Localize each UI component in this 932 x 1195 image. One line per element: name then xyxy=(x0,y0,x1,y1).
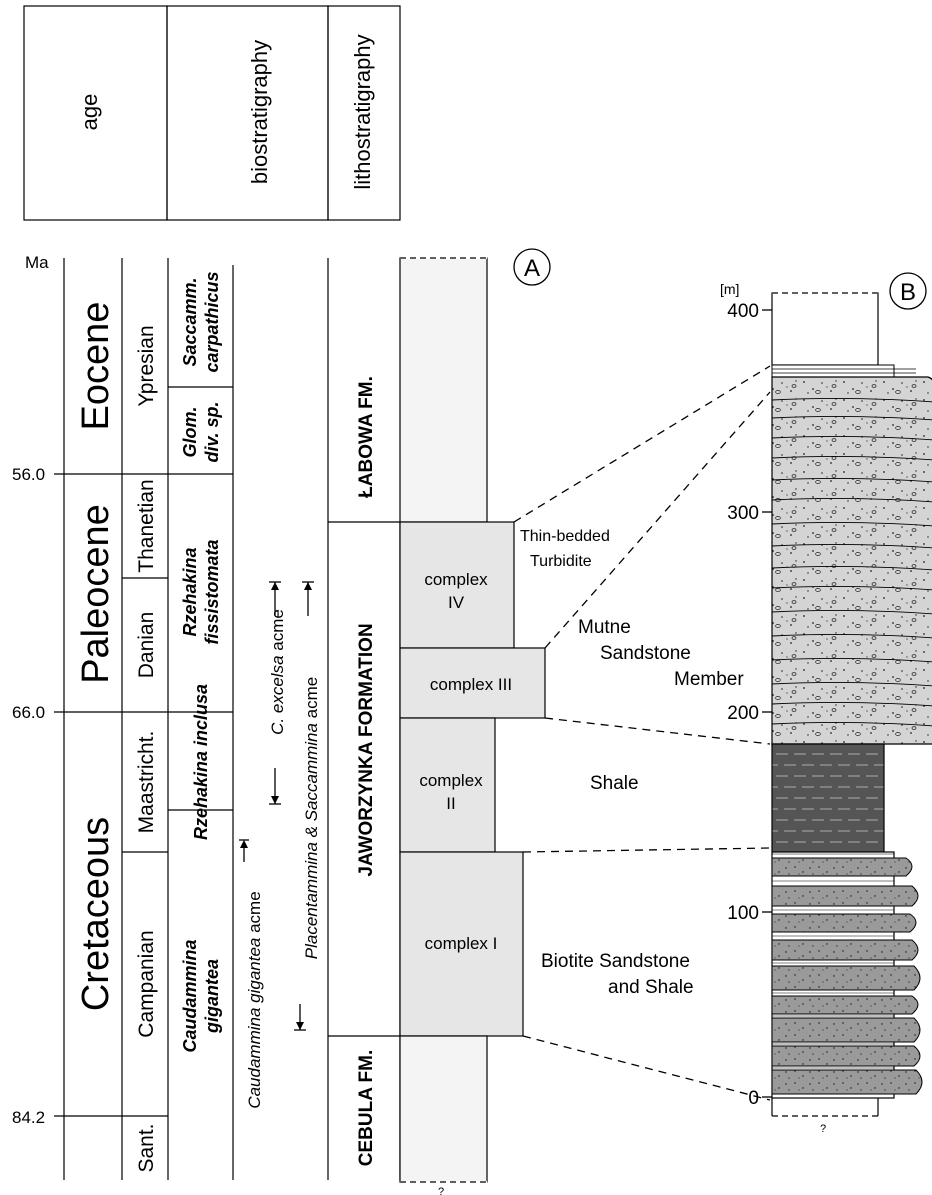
panel-b-label: B xyxy=(889,272,927,310)
stage-santonian: Sant. xyxy=(135,1123,158,1172)
mutne-sandstone-unit xyxy=(771,376,932,745)
zone-glom-line2: div. sp. xyxy=(202,401,222,462)
scale-200: 200 xyxy=(727,703,759,724)
header-age: age xyxy=(77,94,102,131)
zone-caudammina-line2: gigantea xyxy=(202,959,222,1034)
panel-b-question-mark: ? xyxy=(820,1123,826,1135)
scale-400: 400 xyxy=(727,301,759,322)
biotite-line2: and Shale xyxy=(608,977,694,998)
mutne-line3: Member xyxy=(674,669,744,690)
age-84-label: 84.2 xyxy=(12,1108,45,1127)
stage-ypresian: Ypresian xyxy=(135,325,158,406)
complex-i-label: complex I xyxy=(425,934,498,953)
panel-b-log: ? [m] 400 300 200 100 0 xyxy=(720,281,932,1135)
stage-danian: Danian xyxy=(135,612,158,679)
complex-ii-box xyxy=(399,717,496,853)
scale-unit: [m] xyxy=(720,281,739,297)
thin-bedded-line2: Turbidite xyxy=(530,553,592,570)
zone-saccammina-line1: Saccamm. xyxy=(180,277,200,366)
biotite-line1: Biotite Sandstone xyxy=(541,951,690,972)
lithostratigraphy-column: ŁABOWA FM. JAWORZYNKA FORMATION CEBULA F… xyxy=(327,258,401,1180)
stage-maastricht: Maastricht. xyxy=(135,731,158,834)
zone-saccammina-line2: carpathicus xyxy=(202,271,222,372)
complex-ii-line1: complex xyxy=(419,771,483,790)
zone-rzehakina-fissistomata-line2: fissistomata xyxy=(202,539,222,644)
complex-iii-label: complex III xyxy=(430,675,512,694)
complex-iv-box xyxy=(399,521,515,649)
zone-rzehakina-inclusa: Rzehakina inclusa xyxy=(191,684,211,840)
formation-jaworzynka: JAWORZYNKA FORMATION xyxy=(356,623,377,876)
epoch-eocene: Eocene xyxy=(75,302,117,431)
panel-a-label: A xyxy=(513,248,551,286)
mutne-line2: Sandstone xyxy=(600,643,691,664)
panel-a-age-column: Ma 56.0 66.0 84.2 Eocene Paleocene Creta… xyxy=(12,253,234,1180)
complex-iii-box xyxy=(399,647,546,719)
thin-bedded-line1: Thin-bedded xyxy=(520,528,610,545)
age-56-label: 56.0 xyxy=(12,465,45,484)
shale-unit xyxy=(771,743,885,853)
shale-annotation: Shale xyxy=(590,773,639,794)
scale-0: 0 xyxy=(748,1088,759,1109)
formation-labowa: ŁABOWA FM. xyxy=(356,376,377,498)
caudammina-acme-label: Caudammina gigantea acme xyxy=(245,891,264,1108)
epoch-paleocene: Paleocene xyxy=(75,504,117,684)
mutne-line1: Mutne xyxy=(578,617,631,638)
excelsa-acme-label: C. excelsa acme xyxy=(268,609,287,735)
formation-cebula: CEBULA FM. xyxy=(356,1050,377,1166)
placentammina-acme-label: Placentammina & Saccammina acme xyxy=(302,677,321,960)
complex-column: complex IV complex III complex II comple… xyxy=(399,257,546,1195)
stage-thanetian: Thanetian xyxy=(135,479,158,572)
svg-text:B: B xyxy=(900,279,916,306)
complex-iv-line2: IV xyxy=(448,593,465,612)
epoch-cretaceous: Cretaceous xyxy=(75,817,117,1011)
header-lithostratigraphy: lithostratigraphy xyxy=(350,34,375,189)
header-boxes: age biostratigraphy lithostratigraphy xyxy=(23,5,401,221)
acme-ranges: Caudammina gigantea acme C. excelsa acme… xyxy=(239,581,321,1109)
scale-300: 300 xyxy=(727,503,759,524)
biotite-sandstone-beds xyxy=(771,857,923,1095)
zone-rzehakina-fissistomata-line1: Rzehakina xyxy=(180,547,200,636)
lithology-annotations: Thin-bedded Turbidite Mutne Sandstone Me… xyxy=(520,528,744,998)
correlation-lines xyxy=(513,365,771,1101)
header-biostratigraphy: biostratigraphy xyxy=(247,40,272,184)
svg-text:A: A xyxy=(524,255,540,282)
panel-a-question-mark: ? xyxy=(438,1186,444,1195)
stage-campanian: Campanian xyxy=(135,930,158,1037)
complex-iv-line1: complex xyxy=(424,570,488,589)
age-unit-label: Ma xyxy=(25,253,49,272)
scale-100: 100 xyxy=(727,903,759,924)
complex-i-box xyxy=(399,851,524,1037)
zone-glom-line1: Glom. xyxy=(180,406,200,457)
complex-ii-line2: II xyxy=(446,794,455,813)
zone-caudammina-line1: Caudammina xyxy=(180,939,200,1052)
age-66-label: 66.0 xyxy=(12,703,45,722)
